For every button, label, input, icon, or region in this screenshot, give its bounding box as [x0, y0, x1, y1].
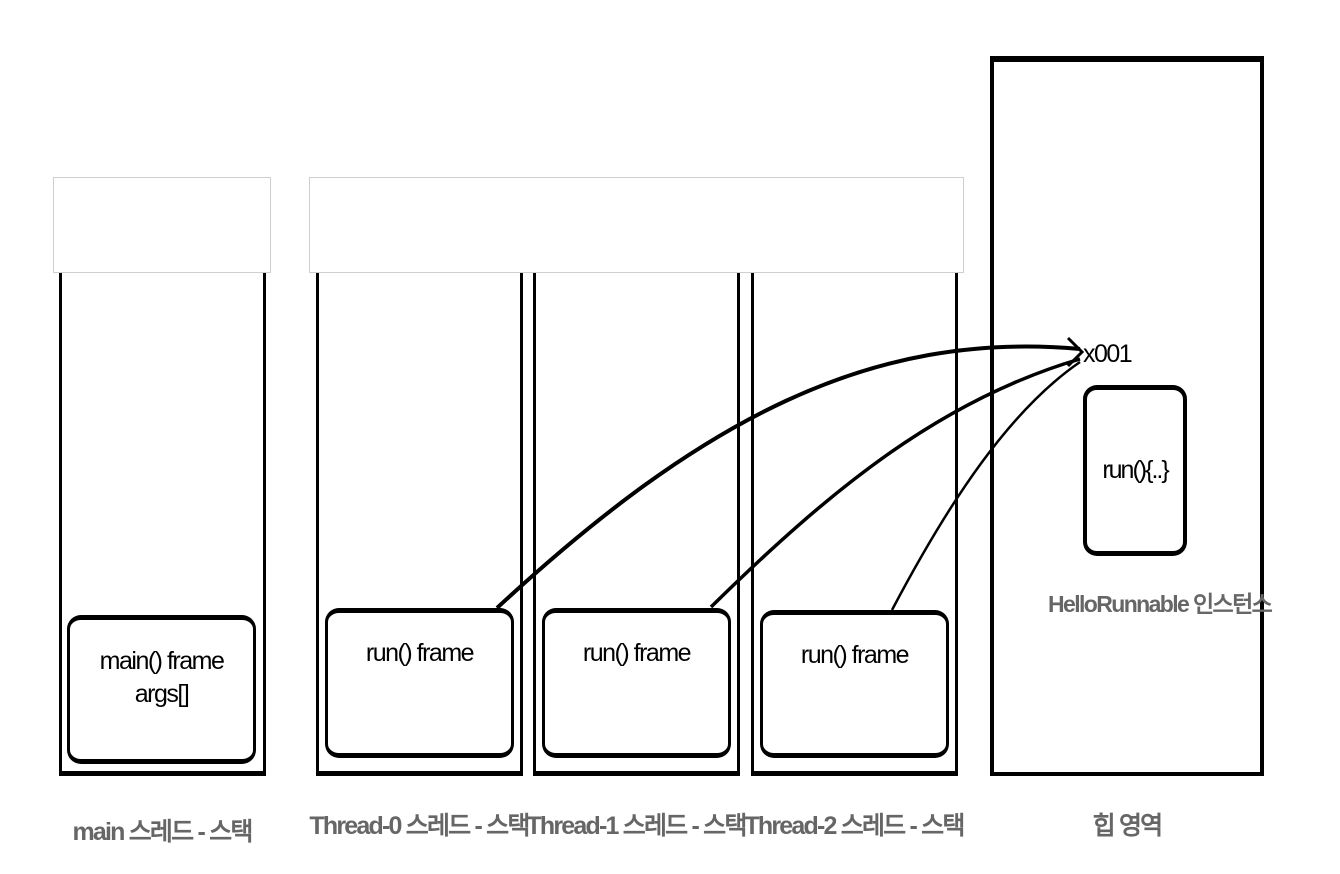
main-thread-stack	[59, 273, 266, 776]
thread-stacks-header-box	[309, 177, 964, 273]
thread-2-stack-caption: Thread-2 스레드 - 스택	[744, 812, 965, 840]
main-stack-header-box	[53, 177, 271, 273]
thread-1-frame-title: run() frame	[582, 639, 692, 667]
heap-caption: 힙 영역	[1092, 812, 1164, 840]
thread-2-frame-title: run() frame	[800, 641, 910, 669]
main-frame: main() frame args[]	[67, 615, 256, 764]
thread-0-stack-caption: Thread-0 스레드 - 스택	[309, 812, 530, 840]
main-frame-title: main() frame	[99, 647, 225, 675]
main-frame-args: args[]	[134, 680, 190, 708]
instance-run-method: run(){..}	[1102, 456, 1169, 484]
hello-runnable-instance: run(){..}	[1083, 385, 1187, 556]
thread-1-stack-caption: Thread-1 스레드 - 스택	[526, 812, 747, 840]
main-stack-caption: main 스레드 - 스택	[72, 818, 253, 846]
thread-0-frame-title: run() frame	[365, 639, 475, 667]
thread-0-run-frame: run() frame	[325, 608, 514, 758]
instance-caption: HelloRunnable 인스턴스	[1048, 591, 1273, 617]
thread-1-run-frame: run() frame	[542, 608, 731, 758]
reference-address-label: x001	[1083, 340, 1133, 368]
thread-2-run-frame: run() frame	[760, 610, 949, 758]
